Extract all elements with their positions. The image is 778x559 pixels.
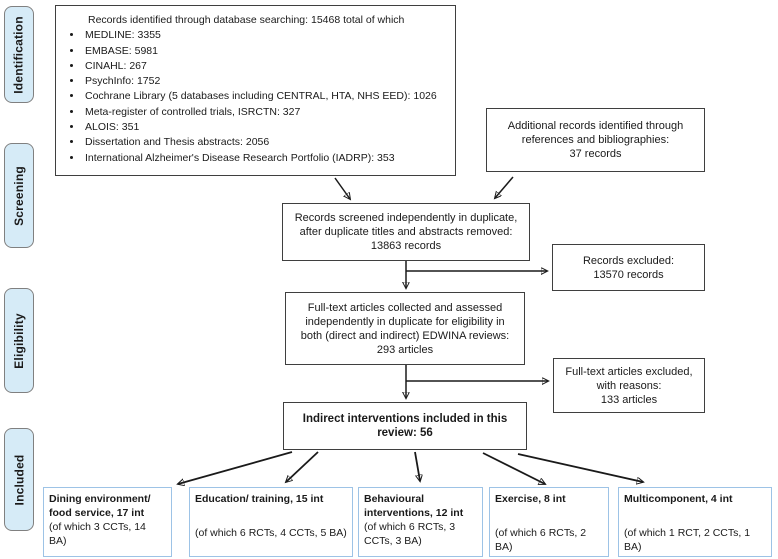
- records-identified-heading: Records identified through database sear…: [88, 14, 405, 26]
- records-identified-source-list: MEDLINE: 3355EMBASE: 5981CINAHL: 267Psyc…: [62, 28, 451, 166]
- category-title: Multicomponent, 4 int: [624, 493, 733, 505]
- category-box-dining: Dining environment/ food service, 17 int…: [43, 487, 172, 557]
- arrow-additional-to-screened: [495, 176, 514, 198]
- source-item: Dissertation and Thesis abstracts: 2056: [83, 135, 451, 150]
- source-item: EMBASE: 5981: [83, 44, 451, 59]
- category-title: Exercise, 8 int: [495, 493, 566, 505]
- stage-label-identification: Identification: [4, 6, 34, 103]
- category-detail: (of which 6 RCTs, 3 CCTs, 3 BA): [364, 521, 456, 547]
- category-box-multicomponent: Multicomponent, 4 int (of which 1 RCT, 2…: [618, 487, 772, 557]
- arrow-to-multicomponent: [517, 453, 643, 482]
- arrow-to-dining: [178, 451, 293, 484]
- category-box-education: Education/ training, 15 int (of which 6 …: [189, 487, 353, 557]
- category-box-behavioural: Behavioural interventions, 12 int (of wh…: [358, 487, 483, 557]
- stage-label-included: Included: [4, 428, 34, 531]
- source-item: International Alzheimer's Disease Resear…: [83, 151, 451, 166]
- stage-label-text: Eligibility: [12, 312, 27, 369]
- box-records-identified: Records identified through database sear…: [55, 5, 456, 176]
- category-detail: (of which 6 RCTs, 2 BA): [495, 527, 587, 553]
- category-title: Education/ training, 15 int: [195, 493, 324, 505]
- stage-label-text: Included: [12, 454, 26, 505]
- source-item: Cochrane Library (5 databases including …: [83, 89, 451, 104]
- source-item: PsychInfo: 1752: [83, 74, 451, 89]
- category-title: Behavioural interventions, 12 int: [364, 493, 464, 519]
- source-item: ALOIS: 351: [83, 120, 451, 135]
- box-fulltext-assessed: Full-text articles collected and assesse…: [285, 292, 525, 365]
- source-item: Meta-register of controlled trials, ISRC…: [83, 105, 451, 120]
- arrow-to-behavioural: [414, 451, 420, 481]
- category-detail: (of which 6 RCTs, 4 CCTs, 5 BA): [195, 527, 347, 539]
- stage-label-text: Screening: [12, 165, 27, 226]
- arrow-to-exercise: [482, 452, 545, 484]
- box-additional-records: Additional records identified through re…: [486, 108, 705, 172]
- stage-label-text: Identification: [12, 15, 26, 94]
- arrow-identified-to-screened: [334, 177, 350, 199]
- category-detail: (of which 1 RCT, 2 CCTs, 1 BA): [624, 527, 751, 553]
- stage-label-screening: Screening: [4, 143, 34, 248]
- category-box-exercise: Exercise, 8 int (of which 6 RCTs, 2 BA): [489, 487, 609, 557]
- box-records-screened: Records screened independently in duplic…: [282, 203, 530, 261]
- box-included-review: Indirect interventions included in this …: [283, 402, 527, 450]
- arrow-to-education: [286, 451, 319, 482]
- category-detail: (of which 3 CCTs, 14 BA): [49, 521, 146, 547]
- source-item: MEDLINE: 3355: [83, 28, 451, 43]
- box-records-excluded: Records excluded: 13570 records: [552, 244, 705, 291]
- category-title: Dining environment/ food service, 17 int: [49, 493, 151, 519]
- source-item: CINAHL: 267: [83, 59, 451, 74]
- box-fulltext-excluded: Full-text articles excluded, with reason…: [553, 358, 705, 413]
- stage-label-eligibility: Eligibility: [4, 288, 34, 393]
